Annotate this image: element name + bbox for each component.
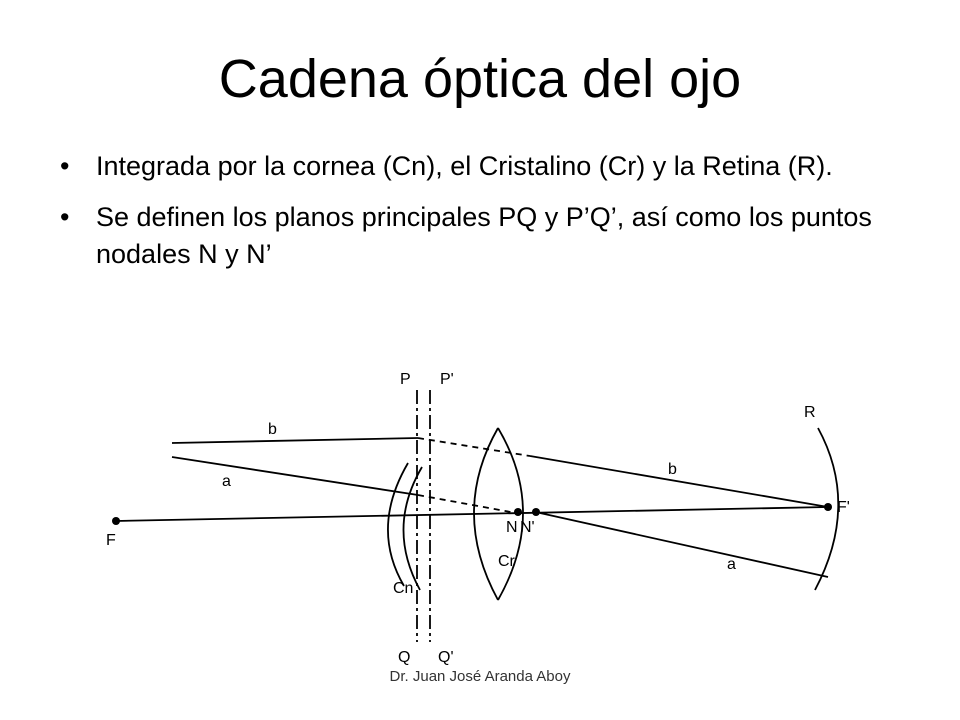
label-ray-b-left: b xyxy=(268,421,277,438)
nodal-point-n-prime-dot xyxy=(532,508,540,516)
slide-title: Cadena óptica del ojo xyxy=(218,49,742,109)
eye-optics-diagram: P P' Q Q' R F F' N N' Cn Cr b b a a xyxy=(106,371,850,666)
footer-author: Dr. Juan José Aranda Aboy xyxy=(389,668,571,685)
ray-b-incoming xyxy=(171,437,419,444)
lens-back-surface xyxy=(497,427,524,601)
label-ray-a-left: a xyxy=(222,473,231,490)
cornea-inner-arc xyxy=(402,466,423,591)
label-p: P xyxy=(400,371,411,388)
ray-b-outgoing xyxy=(529,455,829,508)
label-f-prime: F' xyxy=(837,499,850,516)
label-f: F xyxy=(106,532,116,549)
cornea-outer-arc xyxy=(387,462,409,587)
ray-a-incoming xyxy=(171,456,419,496)
lens-front-surface xyxy=(473,427,499,601)
ray-a-dashed xyxy=(417,494,517,514)
focal-point-f-prime-dot xyxy=(824,503,832,511)
bullet-item: • Se definen los planos principales PQ y… xyxy=(60,199,890,273)
bullet-list: • Integrada por la cornea (Cn), el Crist… xyxy=(60,148,890,287)
bullet-text: Integrada por la cornea (Cn), el Cristal… xyxy=(96,151,833,181)
label-ray-a-right: a xyxy=(727,556,736,573)
label-n: N xyxy=(506,519,518,536)
label-q: Q xyxy=(398,649,410,666)
ray-a-outgoing xyxy=(539,512,829,578)
bullet-text: Se definen los planos principales PQ y P… xyxy=(96,202,872,269)
label-p-prime: P' xyxy=(440,371,454,388)
retina-arc xyxy=(814,427,840,591)
label-cr: Cr xyxy=(498,553,516,570)
nodal-point-n-dot xyxy=(514,508,522,516)
label-ray-b-right: b xyxy=(668,461,677,478)
bullet-glyph: • xyxy=(60,151,70,181)
optical-axis-line xyxy=(115,506,829,522)
label-cn: Cn xyxy=(393,580,413,597)
focal-point-f-dot xyxy=(112,517,120,525)
bullet-glyph: • xyxy=(60,202,70,232)
label-r: R xyxy=(804,404,816,421)
label-n-prime: N' xyxy=(520,519,535,536)
bullet-item: • Integrada por la cornea (Cn), el Crist… xyxy=(60,148,890,185)
label-q-prime: Q' xyxy=(438,649,454,666)
ray-b-dashed xyxy=(417,437,531,457)
